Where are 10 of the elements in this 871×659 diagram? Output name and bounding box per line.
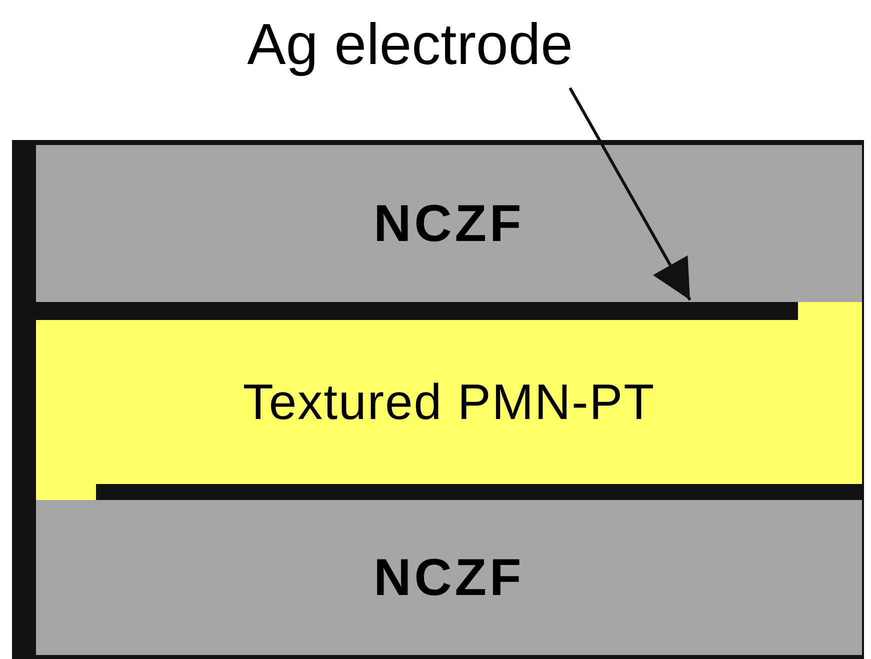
callout-label: Ag electrode (180, 10, 640, 80)
layer-label: NCZF (372, 194, 526, 254)
material-layer (36, 500, 862, 655)
leader-line (568, 87, 692, 301)
layer-label: Textured PMN-PT (242, 373, 656, 431)
electrode-layer (96, 484, 862, 500)
layer-label: NCZF (372, 548, 526, 608)
electrode-layer (36, 302, 798, 320)
material-layer (36, 320, 862, 484)
material-layer (36, 145, 862, 302)
